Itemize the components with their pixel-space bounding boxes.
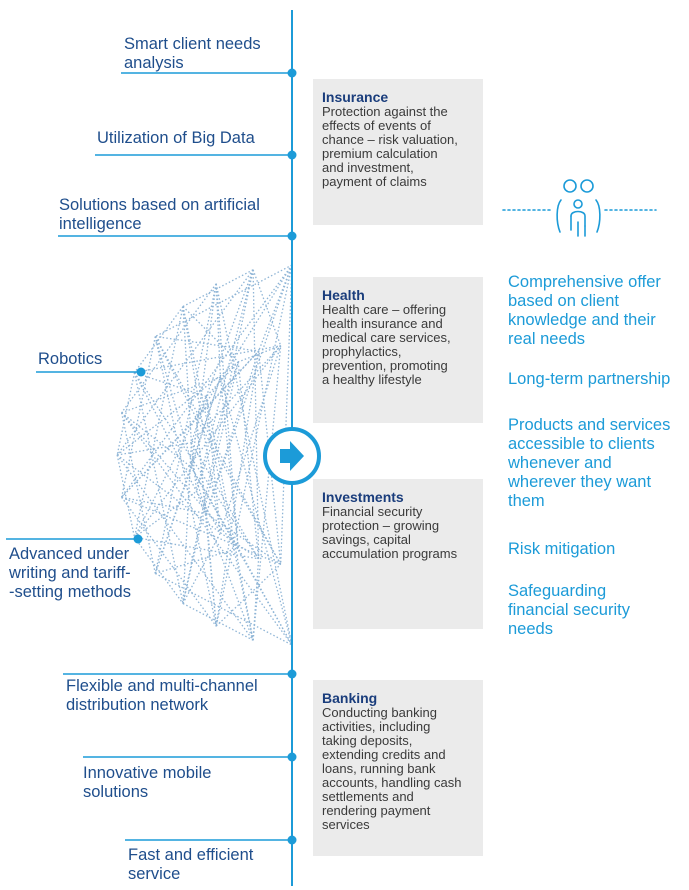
label-text: Robotics (38, 350, 103, 368)
box-title: Banking (322, 690, 378, 706)
benefit-text: Safeguarding financial security needs (508, 582, 630, 638)
arrow-right-circle-icon (263, 427, 321, 485)
benefit-long-term-partnership: Long-term partnership (508, 370, 689, 389)
box-description: Financial security protection – growing … (322, 504, 458, 561)
label-text: Advanced under writing and tariff- -sett… (9, 545, 131, 601)
label-underwriting-tariff: Advanced under writing and tariff- -sett… (9, 545, 131, 602)
box-description: Health care – offering health insurance … (322, 302, 451, 387)
label-smart-client-needs: Smart client needs analysis (124, 35, 261, 73)
label-text: Solutions based on artificial intelligen… (59, 196, 260, 233)
box-title: Investments (322, 489, 404, 505)
box-investments: Investments Financial security protectio… (313, 479, 483, 629)
label-fast-service: Fast and efficient service (128, 846, 253, 884)
benefit-text: Risk mitigation (508, 540, 616, 558)
box-banking: Banking Conducting banking activities, i… (313, 680, 483, 856)
benefit-comprehensive-offer: Comprehensive offer based on client know… (508, 273, 689, 349)
label-distribution-network: Flexible and multi-channel distribution … (66, 677, 258, 715)
benefit-risk-mitigation: Risk mitigation (508, 540, 689, 559)
label-mobile-solutions: Innovative mobile solutions (83, 764, 211, 802)
box-description: Protection against the effects of events… (322, 104, 458, 189)
label-text: Smart client needs analysis (124, 35, 261, 72)
box-insurance: Insurance Protection against the effects… (313, 79, 483, 225)
network-mesh (116, 264, 293, 646)
label-connectors (6, 72, 292, 841)
box-title: Health (322, 287, 365, 303)
label-text: Fast and efficient service (128, 846, 254, 883)
label-big-data: Utilization of Big Data (97, 129, 255, 148)
label-text: Flexible and multi-channel distribution … (66, 677, 258, 714)
box-description: Conducting banking activities, including… (322, 705, 462, 832)
benefit-accessible-products: Products and services accessible to clie… (508, 416, 689, 511)
box-health: Health Health care – offering health ins… (313, 277, 483, 423)
label-robotics: Robotics (38, 350, 102, 369)
box-title: Insurance (322, 89, 389, 105)
label-text: Innovative mobile solutions (83, 764, 212, 801)
label-artificial-intelligence: Solutions based on artificial intelligen… (59, 196, 260, 234)
family-icon (502, 179, 657, 237)
label-text: Utilization of Big Data (97, 129, 255, 147)
benefit-text: Comprehensive offer based on client know… (508, 273, 661, 348)
benefit-text: Long-term partnership (508, 370, 671, 388)
benefit-text: Products and services accessible to clie… (508, 416, 671, 510)
benefit-financial-security: Safeguarding financial security needs (508, 582, 689, 639)
axis-dots (133, 68, 297, 845)
